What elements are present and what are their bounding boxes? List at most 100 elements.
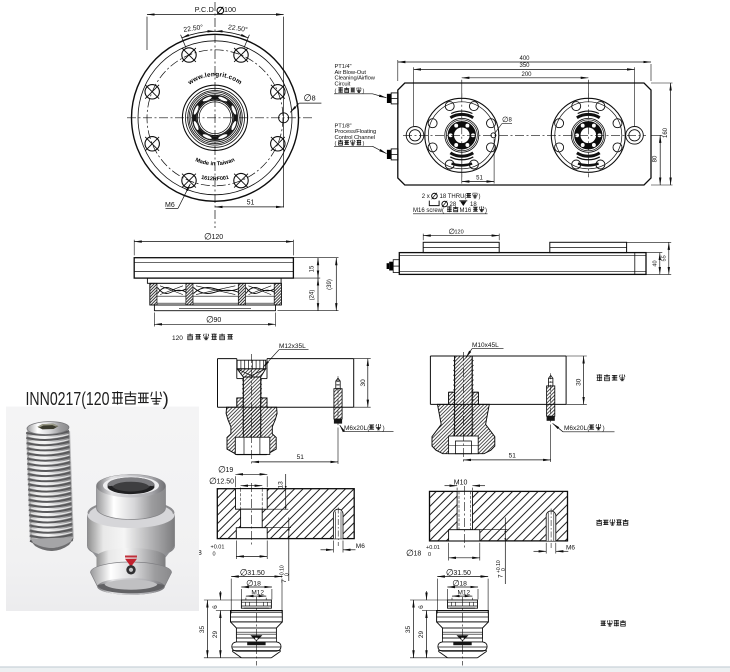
svg-text:28: 28 — [450, 202, 457, 208]
svg-text:M6: M6 — [566, 545, 575, 552]
svg-text:15: 15 — [310, 265, 316, 272]
svg-text:): ) — [479, 194, 481, 200]
svg-text:13: 13 — [278, 481, 285, 489]
svg-text:22.50°: 22.50° — [183, 23, 204, 34]
svg-text:0: 0 — [285, 573, 291, 576]
svg-text:51: 51 — [247, 199, 255, 206]
svg-text:+0.10: +0.10 — [496, 560, 502, 573]
svg-text:31.50: 31.50 — [453, 570, 471, 577]
svg-text:7: 7 — [281, 579, 288, 583]
svg-text:M10x45L: M10x45L — [472, 342, 499, 349]
svg-text:∅: ∅ — [209, 476, 217, 486]
svg-text:∅: ∅ — [431, 191, 439, 201]
svg-text:∅: ∅ — [406, 548, 414, 558]
svg-text:(: ( — [335, 141, 337, 147]
svg-text:M6: M6 — [165, 202, 175, 209]
svg-text:M12x35L: M12x35L — [279, 343, 306, 350]
svg-text:8: 8 — [509, 118, 513, 124]
svg-text:∅: ∅ — [502, 115, 509, 124]
svg-text:+0.10: +0.10 — [279, 565, 285, 578]
svg-text:22.50°: 22.50° — [227, 23, 248, 34]
svg-text:M12: M12 — [457, 590, 470, 597]
svg-text:(24): (24) — [310, 290, 316, 301]
svg-text:): ) — [163, 388, 169, 409]
svg-text:12.50: 12.50 — [217, 479, 235, 486]
svg-text:51: 51 — [476, 176, 483, 182]
svg-text:): ) — [363, 89, 365, 95]
svg-text:18: 18 — [470, 202, 477, 208]
svg-text:∅: ∅ — [452, 578, 460, 588]
svg-text:100: 100 — [224, 5, 236, 14]
svg-text:M6x20L(: M6x20L( — [564, 425, 590, 432]
svg-text:PT1/8'': PT1/8'' — [335, 123, 352, 129]
svg-text:0: 0 — [501, 568, 507, 571]
svg-text:51: 51 — [509, 453, 517, 460]
svg-text:350: 350 — [519, 63, 530, 69]
svg-text:35: 35 — [199, 626, 206, 634]
svg-text:M6: M6 — [356, 543, 365, 550]
svg-text:∅: ∅ — [218, 465, 226, 475]
svg-text:INN0217(120: INN0217(120 — [26, 388, 110, 409]
svg-text:2 x: 2 x — [422, 194, 430, 200]
svg-text:18: 18 — [414, 551, 422, 558]
svg-text:6: 6 — [418, 605, 425, 609]
svg-text:M6x20L(: M6x20L( — [344, 425, 370, 432]
svg-text:∅: ∅ — [246, 578, 254, 588]
svg-text:M16: M16 — [460, 208, 472, 214]
svg-text:80: 80 — [652, 155, 658, 162]
svg-text:40: 40 — [653, 260, 659, 266]
svg-text:P.C.D: P.C.D — [195, 5, 214, 14]
svg-text:55: 55 — [662, 255, 668, 261]
svg-text:Cleaning/Airflow: Cleaning/Airflow — [335, 76, 376, 82]
svg-text:M10: M10 — [454, 480, 468, 487]
svg-text:6: 6 — [212, 605, 219, 609]
svg-text:29: 29 — [418, 631, 425, 639]
svg-text:35: 35 — [405, 626, 412, 634]
svg-text:120: 120 — [172, 335, 183, 342]
svg-text:∅: ∅ — [216, 6, 225, 17]
svg-text:30: 30 — [576, 378, 583, 386]
svg-text:7: 7 — [497, 574, 504, 578]
svg-text:Air Blow-Out: Air Blow-Out — [335, 70, 367, 76]
svg-text:18: 18 — [459, 580, 467, 587]
svg-text:19: 19 — [226, 467, 234, 474]
svg-text:Process/Floating: Process/Floating — [335, 129, 377, 135]
svg-text:+0.01: +0.01 — [211, 545, 225, 551]
svg-text:M16 screw(: M16 screw( — [413, 208, 444, 214]
svg-text:): ) — [485, 208, 487, 214]
svg-text:∅: ∅ — [304, 93, 312, 104]
svg-text:1612RF001: 1612RF001 — [201, 175, 230, 182]
svg-text:∅: ∅ — [449, 227, 456, 236]
svg-text:Circuit: Circuit — [335, 82, 351, 88]
svg-text:): ) — [363, 141, 365, 147]
svg-text:31.50: 31.50 — [247, 570, 265, 577]
svg-text:Control Channel: Control Channel — [335, 135, 375, 141]
svg-text:Made in Taiwan: Made in Taiwan — [194, 157, 236, 167]
svg-text:∅: ∅ — [441, 199, 449, 209]
svg-text:90: 90 — [214, 317, 222, 324]
svg-text:160: 160 — [663, 127, 669, 138]
svg-text:29: 29 — [212, 631, 219, 639]
svg-text:(: ( — [335, 89, 337, 95]
svg-text:∅: ∅ — [240, 567, 248, 577]
svg-text:120: 120 — [212, 234, 224, 241]
svg-text:+0.01: +0.01 — [426, 545, 440, 551]
svg-text:): ) — [603, 425, 605, 432]
svg-text:∅: ∅ — [446, 567, 454, 577]
svg-text:120: 120 — [455, 230, 464, 236]
svg-text:M12: M12 — [251, 590, 264, 597]
svg-text:30: 30 — [360, 379, 367, 387]
svg-text:18: 18 — [253, 580, 261, 587]
svg-text:8: 8 — [312, 94, 316, 103]
svg-text:∅: ∅ — [206, 314, 214, 324]
svg-text:51: 51 — [297, 454, 305, 461]
svg-text:400: 400 — [519, 56, 530, 62]
svg-text:(39): (39) — [327, 279, 333, 290]
svg-text:200: 200 — [521, 72, 532, 78]
svg-text:PT1/4'': PT1/4'' — [335, 64, 352, 70]
svg-text:0: 0 — [428, 552, 431, 558]
svg-text:): ) — [383, 425, 385, 432]
svg-text:18 THRU(: 18 THRU( — [440, 194, 467, 200]
svg-text:0: 0 — [213, 552, 216, 558]
svg-text:∅: ∅ — [204, 232, 212, 242]
